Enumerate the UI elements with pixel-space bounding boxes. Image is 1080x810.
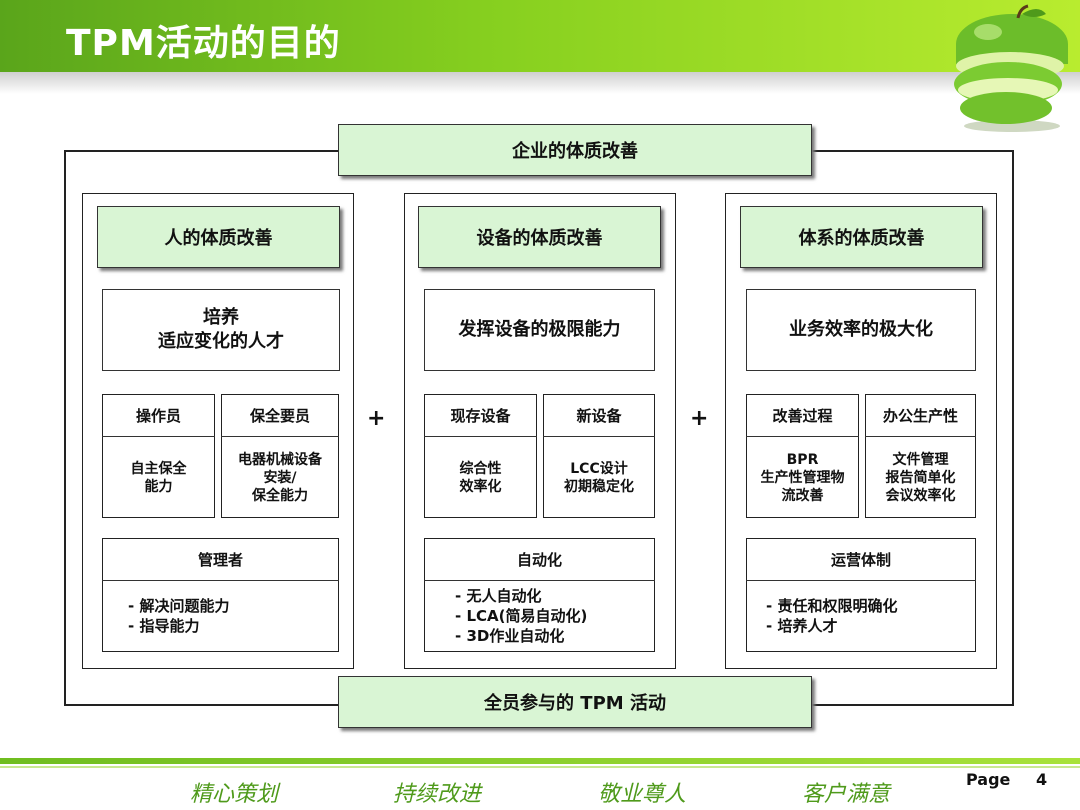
- sub-label-maintenance: 保全要员: [221, 394, 339, 437]
- sub-label-existing: 现存设备: [424, 394, 537, 437]
- footer-slogan-2: 持续改进: [393, 782, 482, 807]
- bottom-list-automation: - 无人自动化 - LCA(简易自动化) - 3D作业自动化: [455, 587, 588, 645]
- sub-body-office: 文件管理 报告简单化 会议效率化: [885, 451, 956, 504]
- sub-box-operator: [102, 394, 215, 518]
- sub-box-process: [746, 394, 859, 518]
- page-number: 4: [1036, 770, 1048, 789]
- sub-box-office: [865, 394, 976, 518]
- goal-text-system: 业务效率的极大化: [789, 319, 933, 340]
- footer-line-thin: [0, 766, 1080, 768]
- sub-body-operator: 自主保全 能力: [130, 460, 187, 495]
- page-label: Page: [966, 770, 1011, 789]
- bottom-box-operation: [746, 538, 976, 652]
- footer-slogan-3: 敬业尊人: [598, 782, 687, 807]
- bottom-label-manager: 管理者: [102, 538, 339, 581]
- sub-label-new: 新设备: [543, 394, 655, 437]
- sub-body-new: LCC设计 初期稳定化: [564, 460, 634, 495]
- sub-box-new: [543, 394, 655, 518]
- footer-slogan-1: 精心策划: [190, 782, 279, 807]
- page-title: TPM活动的目的: [66, 23, 341, 64]
- header-shadow: [0, 72, 1080, 94]
- bottom-label-operation: 运营体制: [746, 538, 976, 581]
- goal-text-equipment: 发挥设备的极限能力: [458, 319, 621, 340]
- sub-body-existing: 综合性 效率化: [459, 460, 502, 495]
- bottom-list-operation: - 责任和权限明确化 - 培养人才: [766, 597, 898, 635]
- goal-text-people: 培养 适应变化的人才: [158, 307, 284, 352]
- footer-line: [0, 758, 1080, 764]
- bottom-list-manager: - 解决问题能力 - 指导能力: [128, 597, 230, 635]
- column-header-system: 体系的体质改善: [740, 206, 983, 268]
- sub-label-operator: 操作员: [102, 394, 215, 437]
- top-banner: 企业的体质改善: [338, 124, 812, 176]
- bottom-label-automation: 自动化: [424, 538, 655, 581]
- header-bar: [0, 0, 1080, 72]
- plus-sign-2: +: [690, 406, 709, 431]
- goal-box-people: 培养 适应变化的人才: [102, 289, 340, 371]
- sub-body-maintenance: 电器机械设备 安装/ 保全能力: [238, 451, 322, 504]
- sub-body-process: BPR 生产性管理物 流改善: [760, 451, 845, 504]
- footer-slogan-4: 客户满意: [802, 782, 891, 807]
- bottom-box-manager: [102, 538, 339, 652]
- bottom-box-automation: [424, 538, 655, 652]
- apple-icon: [954, 4, 1068, 132]
- sub-label-office: 办公生产性: [865, 394, 976, 437]
- goal-box-equipment: 发挥设备的极限能力: [424, 289, 655, 371]
- sub-label-process: 改善过程: [746, 394, 859, 437]
- sub-box-existing: [424, 394, 537, 518]
- plus-sign-1: +: [367, 406, 386, 431]
- goal-box-system: 业务效率的极大化: [746, 289, 976, 371]
- bottom-banner: 全员参与的 TPM 活动: [338, 676, 812, 728]
- sub-box-maintenance: [221, 394, 339, 518]
- column-header-equipment: 设备的体质改善: [418, 206, 661, 268]
- column-header-people: 人的体质改善: [97, 206, 340, 268]
